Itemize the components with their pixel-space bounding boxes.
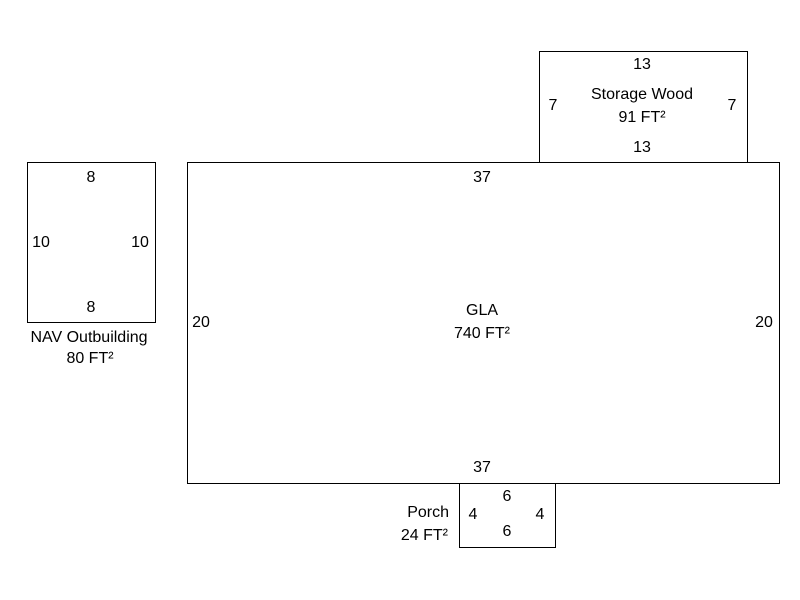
gla-top-dim: 37	[473, 169, 491, 186]
gla-right-dim: 20	[755, 314, 773, 331]
nav-name: NAV Outbuilding	[30, 329, 148, 346]
porch-area: 24 FT²	[400, 527, 448, 544]
gla-bottom-dim: 37	[473, 459, 491, 476]
nav-bottom-dim: 8	[86, 299, 96, 316]
room-porch	[459, 483, 556, 548]
room-gla	[187, 162, 780, 484]
nav-left-dim: 10	[32, 234, 50, 251]
porch-left-dim: 4	[468, 506, 478, 523]
porch-right-dim: 4	[535, 506, 545, 523]
nav-area: 80 FT²	[66, 350, 114, 367]
storage-name: Storage Wood	[591, 86, 693, 103]
storage-top-dim: 13	[633, 56, 651, 73]
nav-top-dim: 8	[86, 169, 96, 186]
nav-right-dim: 10	[131, 234, 149, 251]
storage-left-dim: 7	[548, 97, 558, 114]
porch-name: Porch	[407, 504, 449, 521]
gla-left-dim: 20	[192, 314, 210, 331]
gla-name: GLA	[465, 302, 499, 319]
porch-top-dim: 6	[502, 488, 512, 505]
gla-area: 740 FT²	[453, 325, 511, 342]
room-nav-outbuilding	[27, 162, 156, 323]
storage-bottom-dim: 13	[633, 139, 651, 156]
storage-right-dim: 7	[727, 97, 737, 114]
porch-bottom-dim: 6	[502, 523, 512, 540]
room-storage	[539, 51, 748, 163]
storage-area: 91 FT²	[618, 109, 666, 126]
